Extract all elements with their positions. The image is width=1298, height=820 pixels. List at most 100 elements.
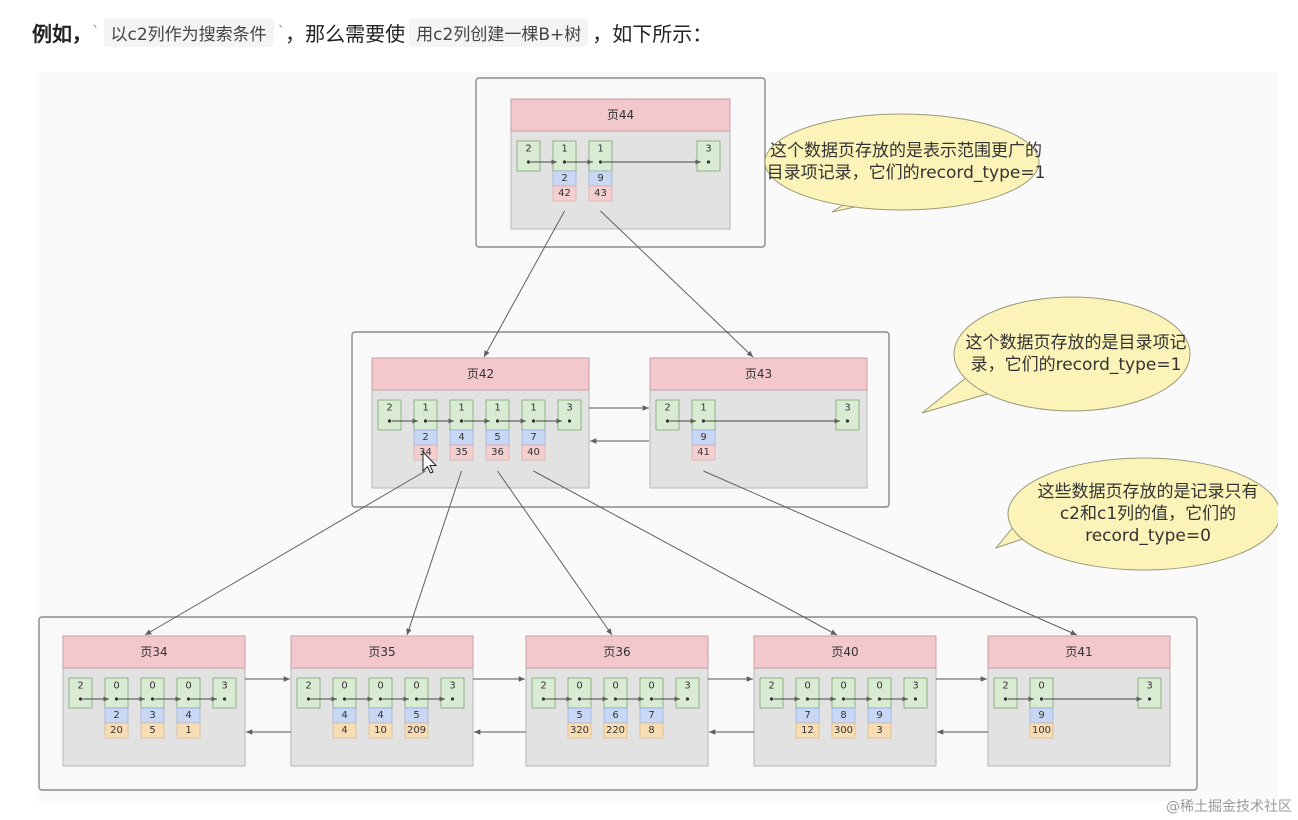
record-type-label: 1 <box>530 403 536 414</box>
key-value: 4 <box>377 710 383 721</box>
record-box <box>675 677 700 709</box>
record-box <box>655 399 680 431</box>
callout-text-line: 这些数据页存放的是记录只有 <box>1038 482 1259 502</box>
c1-value: 10 <box>374 725 387 736</box>
record-type-label: 3 <box>449 681 455 692</box>
record-type-label: 0 <box>612 681 618 692</box>
record-type-label: 0 <box>185 681 191 692</box>
page-header <box>371 357 590 391</box>
intro-suffix: ，如下所示： <box>592 21 713 46</box>
child-pointer <box>497 470 613 636</box>
child-pointer <box>703 470 1078 636</box>
key-value: 5 <box>413 710 419 721</box>
next-pointer-dot <box>805 697 810 701</box>
page-number-value: 35 <box>455 447 468 458</box>
backtick-open: ` <box>92 23 100 41</box>
intro-middle: ，那么需要使 <box>285 21 406 46</box>
page-number-value: 34 <box>419 447 432 458</box>
key-value: 5 <box>576 710 582 721</box>
child-pointer <box>600 210 754 358</box>
page-number-cell <box>485 444 510 461</box>
callout-text-line: c2和c1列的值，它们的 <box>1060 504 1236 524</box>
key-value: 8 <box>840 710 846 721</box>
child-pointer <box>144 470 426 636</box>
page-title: 页35 <box>368 645 395 659</box>
page-number-value: 42 <box>558 188 571 199</box>
c1-value: 209 <box>407 725 426 736</box>
c1-value: 20 <box>110 725 123 736</box>
c1-value: 4 <box>341 725 347 736</box>
next-pointer-dot <box>186 697 191 701</box>
next-pointer-dot <box>423 419 428 423</box>
page-title: 页40 <box>831 645 858 659</box>
inline-code-search-condition: 以c2列作为搜索条件 <box>103 17 274 47</box>
c1-value: 300 <box>834 725 853 736</box>
watermark: @稀土掘金技术社区 <box>1166 799 1292 815</box>
record-type-label: 0 <box>804 681 810 692</box>
record-type-label: 2 <box>1002 681 1008 692</box>
page-number-value: 40 <box>527 447 540 458</box>
key-value: 9 <box>876 710 882 721</box>
callout-ellipse <box>1007 457 1278 571</box>
c1-value: 320 <box>570 725 589 736</box>
next-pointer-dot <box>450 697 455 701</box>
c1-value-cell <box>867 722 892 739</box>
key-value: 2 <box>113 710 119 721</box>
c1-value-cell <box>176 722 201 739</box>
c1-value-cell <box>1029 722 1054 739</box>
record-type-label: 1 <box>494 403 500 414</box>
callout-text-line: record_type=0 <box>1085 526 1211 546</box>
record-type-label: 2 <box>768 681 774 692</box>
key-value: 2 <box>561 173 567 184</box>
record-type-label: 0 <box>149 681 155 692</box>
key-value: 7 <box>648 710 654 721</box>
key-value: 2 <box>422 432 428 443</box>
next-pointer-dot <box>665 419 670 423</box>
page-header <box>987 635 1171 669</box>
next-pointer-dot <box>1147 697 1152 701</box>
record-box <box>1137 677 1162 709</box>
record-type-label: 2 <box>305 681 311 692</box>
c1-value: 3 <box>876 725 882 736</box>
next-pointer-dot <box>649 697 654 701</box>
c1-value-cell <box>140 722 165 739</box>
child-pointer <box>533 470 838 636</box>
next-pointer-dot <box>613 697 618 701</box>
record-type-label: 3 <box>912 681 918 692</box>
record-type-label: 0 <box>377 681 383 692</box>
page-header <box>753 635 937 669</box>
page-number-value: 36 <box>491 447 504 458</box>
key-value: 6 <box>612 710 618 721</box>
page-header <box>62 635 246 669</box>
c1-value-cell <box>795 722 820 739</box>
next-pointer-dot <box>562 160 567 164</box>
c1-value: 1 <box>185 725 191 736</box>
next-pointer-dot <box>495 419 500 423</box>
next-pointer-dot <box>459 419 464 423</box>
c1-value-cell <box>831 722 856 739</box>
next-pointer-dot <box>598 160 603 164</box>
next-pointer-dot <box>378 697 383 701</box>
c1-value: 12 <box>801 725 814 736</box>
mouse-cursor-icon <box>422 450 438 474</box>
pointer-links <box>144 210 1078 735</box>
c1-value: 5 <box>149 725 155 736</box>
record-type-label: 3 <box>844 403 850 414</box>
record-type-label: 2 <box>386 403 392 414</box>
page-number-cell <box>691 444 716 461</box>
page-title: 页34 <box>140 645 167 659</box>
record-type-label: 2 <box>525 144 531 155</box>
page-header <box>510 98 731 132</box>
intro-prefix: 例如， <box>32 21 92 46</box>
c1-value-cell <box>332 722 357 739</box>
key-value: 4 <box>458 432 464 443</box>
record-type-label: 0 <box>876 681 882 692</box>
record-type-label: 0 <box>413 681 419 692</box>
key-value: 4 <box>341 710 347 721</box>
c1-value-cell <box>639 722 664 739</box>
